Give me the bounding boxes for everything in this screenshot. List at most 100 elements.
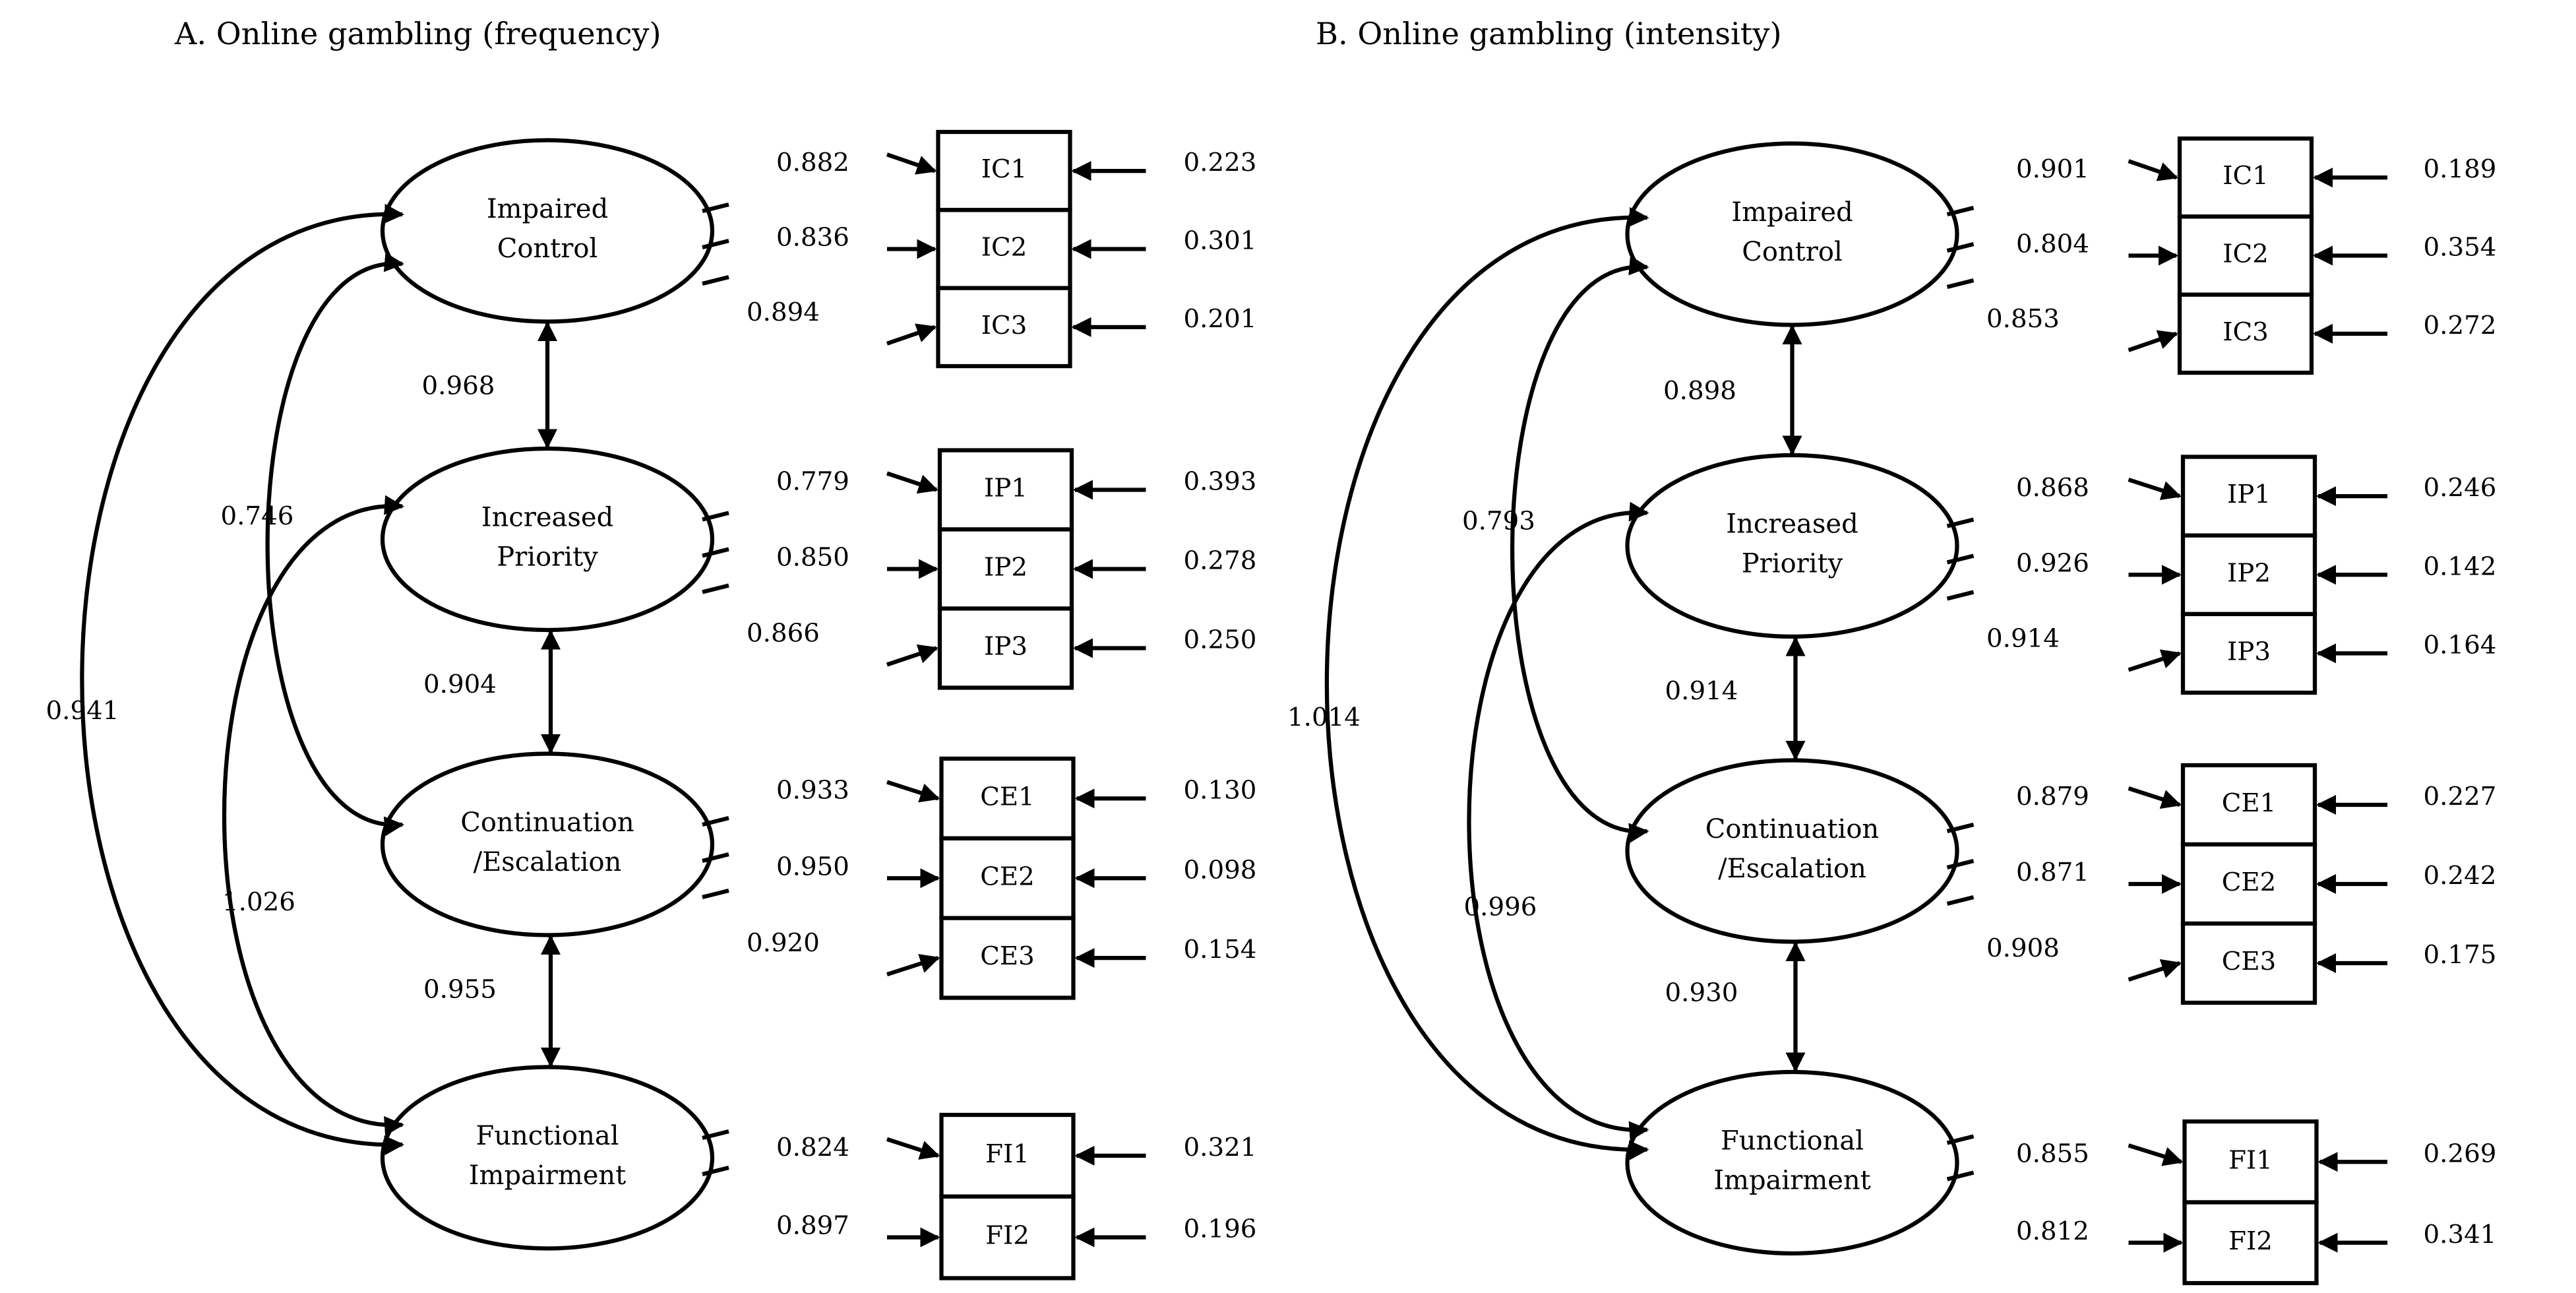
correlation-value: 1.026 <box>222 887 295 917</box>
indicator-label: IC3 <box>2223 317 2269 347</box>
path-tick <box>1946 590 1975 601</box>
error-variance-value: 0.227 <box>2424 782 2497 811</box>
loading-arrow <box>886 644 938 667</box>
loading-value: 0.871 <box>2016 858 2089 887</box>
path-tick <box>1946 241 1975 253</box>
indicator-box <box>939 1194 1076 1280</box>
error-variance-value: 0.164 <box>2424 630 2497 660</box>
loading-value: 0.853 <box>1986 304 2060 334</box>
loading-value: 0.920 <box>747 928 820 958</box>
indicator-label: IP3 <box>2227 637 2271 666</box>
panel-b: B. Online gambling (intensity) ImpairedCo… <box>1287 16 2497 1286</box>
path-tick <box>702 238 729 250</box>
loading-value: 0.836 <box>776 223 849 253</box>
factor-label: /Escalation <box>1718 854 1866 884</box>
factor-label: Priority <box>1742 549 1843 579</box>
factor-label: Continuation <box>460 807 634 838</box>
indicator-box <box>2180 921 2317 1005</box>
latent-factor-ce <box>380 751 715 937</box>
error-variance-value: 0.278 <box>1184 546 1257 576</box>
loading-value: 0.908 <box>1986 933 2060 963</box>
loading-value: 0.850 <box>776 543 849 573</box>
error-variance-value: 0.175 <box>2424 940 2497 970</box>
loading-value: 0.812 <box>2016 1216 2089 1246</box>
loading-value: 0.855 <box>2016 1139 2089 1168</box>
factor-label: Control <box>1742 237 1843 267</box>
correlation-curve <box>1467 501 1649 1141</box>
path-tick <box>702 852 729 864</box>
error-variance-value: 0.189 <box>2424 154 2497 184</box>
indicator-box <box>2177 214 2314 297</box>
factor-label: Increased <box>481 503 613 533</box>
indicator-label: IC2 <box>2223 239 2269 269</box>
path-tick <box>702 1129 729 1141</box>
correlation-value: 1.014 <box>1287 703 1361 732</box>
loading-value: 0.926 <box>2016 548 2089 578</box>
error-variance-value: 0.142 <box>2424 552 2497 581</box>
loading-value: 0.894 <box>747 298 820 327</box>
factor-label: Continuation <box>1705 814 1879 844</box>
error-variance-value: 0.272 <box>2424 311 2497 340</box>
loading-arrow <box>2128 959 2182 982</box>
error-variance-value: 0.196 <box>1184 1214 1257 1244</box>
correlation-value: 0.914 <box>1665 676 1738 706</box>
path-tick <box>1946 278 1975 290</box>
correlation-value: 0.955 <box>423 975 497 1005</box>
indicator-label: CE1 <box>2222 788 2277 818</box>
correlation-value: 0.904 <box>423 670 497 699</box>
correlation-curve <box>222 495 404 1136</box>
correlation-curve <box>1510 255 1649 843</box>
correlation-value: 0.996 <box>1464 893 1537 922</box>
loading-arrow <box>2128 159 2178 181</box>
path-tick <box>702 1165 729 1177</box>
path-tick <box>1946 1170 1975 1182</box>
factor-label: /Escalation <box>474 847 622 877</box>
path-tick <box>702 583 729 594</box>
loading-value: 0.933 <box>776 775 849 805</box>
factor-label: Impaired <box>487 194 608 224</box>
path-tick <box>702 815 729 827</box>
error-variance-value: 0.154 <box>1184 935 1257 964</box>
indicator-box <box>2182 1119 2319 1205</box>
indicator-box <box>939 836 1076 920</box>
loading-value: 0.824 <box>776 1133 849 1162</box>
error-variance-value: 0.201 <box>1184 304 1257 334</box>
path-tick <box>1946 1134 1975 1145</box>
indicator-label: CE3 <box>980 941 1035 971</box>
error-variance-value: 0.393 <box>1184 467 1257 497</box>
panel-title: B. Online gambling (intensity) <box>1316 16 1782 51</box>
latent-factor-ip <box>1625 453 1959 639</box>
indicator-box <box>939 756 1076 840</box>
correlation-value: 0.930 <box>1665 978 1738 1008</box>
indicator-label: CE1 <box>980 782 1035 811</box>
error-variance-value: 0.269 <box>2424 1139 2497 1168</box>
loading-arrow <box>886 152 937 175</box>
correlation-curve <box>265 252 404 836</box>
factor-label: Impairment <box>469 1160 627 1191</box>
error-variance-value: 0.242 <box>2424 861 2497 891</box>
indicator-label: IC1 <box>2223 161 2269 191</box>
loading-arrow <box>2128 330 2178 352</box>
indicator-box <box>937 606 1074 690</box>
factor-label: Impaired <box>1731 197 1853 228</box>
error-variance-value: 0.130 <box>1184 775 1257 805</box>
loading-value: 0.779 <box>776 467 849 497</box>
correlation-value: 0.941 <box>46 696 119 726</box>
latent-factor-ip <box>380 446 715 633</box>
indicator-label: IP2 <box>2227 558 2271 588</box>
correlation-value: 0.746 <box>221 501 294 531</box>
indicator-label: IP1 <box>984 474 1027 503</box>
path-tick <box>1946 205 1975 217</box>
error-variance-value: 0.223 <box>1184 148 1257 177</box>
latent-factor-ic <box>1625 141 1959 327</box>
correlation-value: 0.898 <box>1663 376 1736 406</box>
indicator-box <box>2177 136 2314 219</box>
indicator-box <box>2180 612 2317 695</box>
loading-value: 0.866 <box>747 619 820 648</box>
loading-arrow <box>2128 786 2182 809</box>
indicator-label: CE3 <box>2222 947 2277 976</box>
indicator-label: FI1 <box>985 1139 1029 1169</box>
indicator-box <box>936 208 1072 290</box>
loading-arrow <box>2128 1143 2184 1166</box>
loading-arrow <box>886 323 937 346</box>
